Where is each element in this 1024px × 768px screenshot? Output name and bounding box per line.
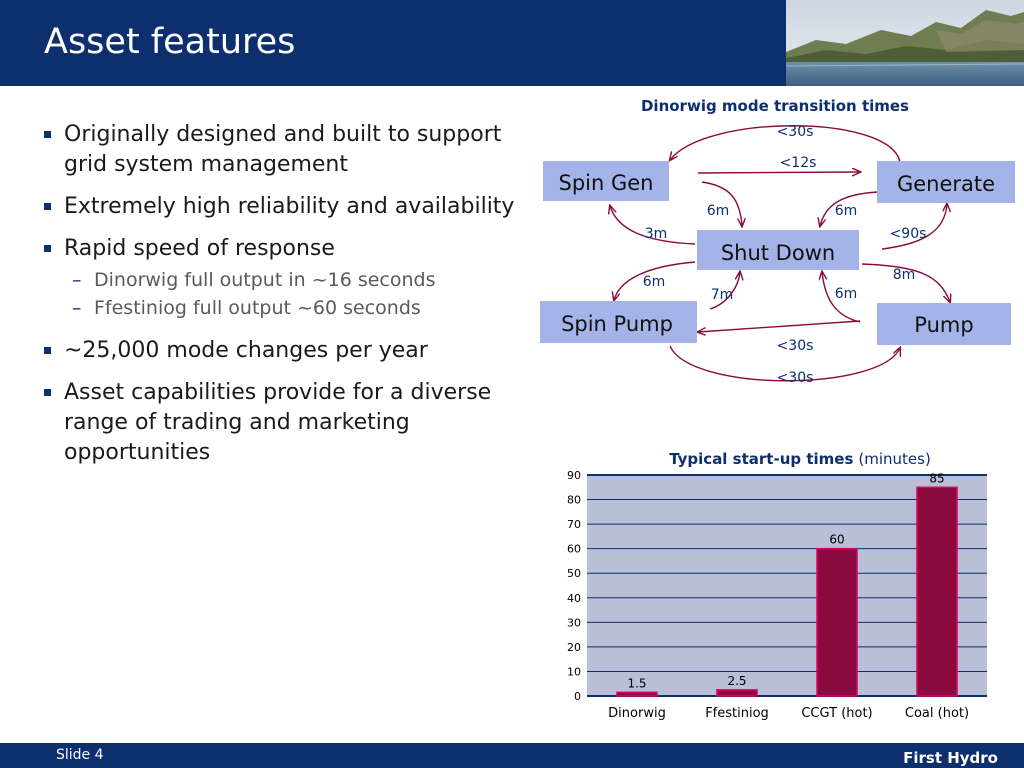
mode-node-spin-gen bbox=[543, 161, 669, 201]
y-tick-label: 60 bbox=[567, 543, 581, 556]
bullet-list: Originally designed and built to support… bbox=[42, 120, 522, 480]
bar-value-label: 60 bbox=[829, 533, 844, 547]
y-tick-label: 20 bbox=[567, 641, 581, 654]
slide-header: Asset features bbox=[0, 0, 1024, 86]
bullet-marker-icon bbox=[44, 131, 51, 138]
transition-time-label: <12s bbox=[780, 155, 817, 171]
mode-node-spin-pump bbox=[540, 301, 697, 343]
y-tick-label: 90 bbox=[567, 469, 581, 482]
x-tick-label: Coal (hot) bbox=[905, 706, 969, 721]
chart-title-unit: (minutes) bbox=[858, 450, 930, 468]
bullet-text: Extremely high reliability and availabil… bbox=[64, 194, 515, 219]
transition-time-label: 3m bbox=[645, 226, 668, 242]
header-landscape-photo bbox=[786, 0, 1024, 86]
mode-transition-diagram: Dinorwig mode transition times <30s <12s… bbox=[540, 97, 1015, 386]
mode-node-label: Shut Down bbox=[721, 241, 835, 265]
y-tick-label: 80 bbox=[567, 494, 581, 507]
x-tick-label: Ffestiniog bbox=[705, 706, 769, 721]
bar bbox=[816, 547, 858, 697]
bar-value-label: 1.5 bbox=[627, 676, 646, 690]
transition-time-label: <30s bbox=[777, 370, 814, 386]
mode-node-label: Pump bbox=[914, 313, 973, 337]
bullet-item: ~25,000 mode changes per year bbox=[42, 336, 522, 366]
slide-title: Asset features bbox=[44, 22, 296, 62]
transition-time-label: 8m bbox=[893, 267, 916, 283]
transition-time-label: <30s bbox=[777, 338, 814, 354]
mode-node-label: Generate bbox=[897, 172, 995, 196]
transition-arrow bbox=[669, 346, 900, 382]
transition-arrow bbox=[610, 206, 696, 245]
brand-name: First Hydro bbox=[903, 749, 998, 767]
slide-number: Slide 4 bbox=[56, 747, 104, 763]
transition-time-label: 6m bbox=[835, 203, 858, 219]
y-tick-label: 30 bbox=[567, 616, 581, 629]
bullet-item: Originally designed and built to support… bbox=[42, 120, 522, 180]
bullet-text: ~25,000 mode changes per year bbox=[64, 338, 428, 363]
sub-bullet-item: –Dinorwig full output in ~16 seconds bbox=[42, 266, 522, 294]
value-labels: 1.5 2.5 60 85 bbox=[627, 471, 944, 690]
bar bbox=[916, 486, 958, 697]
bar-value-label: 2.5 bbox=[727, 674, 746, 688]
transition-time-label: <90s bbox=[890, 226, 927, 242]
y-axis-ticks: 0 10 20 30 40 50 60 70 80 90 bbox=[567, 469, 581, 703]
transition-arrow bbox=[701, 181, 742, 226]
y-tick-label: 10 bbox=[567, 665, 581, 678]
x-tick-label: CCGT (hot) bbox=[801, 706, 872, 721]
x-tick-label: Dinorwig bbox=[608, 706, 666, 721]
bullet-marker-icon bbox=[44, 389, 51, 396]
mode-node-label: Spin Pump bbox=[561, 312, 673, 336]
bullet-marker-icon bbox=[44, 347, 51, 354]
transition-arrow bbox=[861, 263, 950, 302]
bar bbox=[716, 689, 758, 697]
transition-arrow bbox=[709, 272, 740, 310]
bar-value-label: 85 bbox=[929, 471, 944, 485]
chart-title-main: Typical start-up times bbox=[669, 450, 853, 468]
bars bbox=[616, 486, 958, 697]
mode-node-generate bbox=[877, 161, 1015, 203]
x-axis-labels: Dinorwig Ffestiniog CCGT (hot) Coal (hot) bbox=[608, 706, 969, 721]
transition-arrow bbox=[822, 272, 861, 323]
transition-arrow bbox=[698, 320, 861, 332]
y-tick-label: 70 bbox=[567, 518, 581, 531]
bullet-text: Rapid speed of response bbox=[64, 236, 335, 261]
transition-time-label: 6m bbox=[835, 286, 858, 302]
transition-arrow bbox=[614, 261, 696, 300]
diagram-title: Dinorwig mode transition times bbox=[641, 97, 909, 115]
transition-arrow bbox=[881, 204, 947, 250]
sub-bullet-item: –Ffestiniog full output ~60 seconds bbox=[42, 294, 522, 322]
transition-time-label: 7m bbox=[711, 287, 734, 303]
bar bbox=[616, 691, 658, 697]
sub-bullet-dash: – bbox=[72, 269, 82, 291]
bullet-text: Asset capabilities provide for a diverse… bbox=[64, 380, 492, 465]
mode-node-label: Spin Gen bbox=[559, 171, 654, 195]
bullet-marker-icon bbox=[44, 203, 51, 210]
transition-arrow bbox=[697, 172, 860, 173]
bullet-item: Rapid speed of response bbox=[42, 234, 522, 264]
transition-time-label: 6m bbox=[707, 203, 730, 219]
startup-times-chart: Typical start-up times (minutes) 0 10 20 30 4… bbox=[567, 450, 987, 721]
sub-bullet-text: Dinorwig full output in ~16 seconds bbox=[94, 269, 436, 291]
mode-node-pump bbox=[877, 303, 1011, 345]
chart-title: Typical start-up times (minutes) bbox=[669, 450, 931, 468]
sub-bullet-text: Ffestiniog full output ~60 seconds bbox=[94, 297, 421, 319]
y-tick-label: 40 bbox=[567, 592, 581, 605]
y-tick-label: 0 bbox=[574, 690, 581, 703]
transition-time-label: 6m bbox=[643, 274, 666, 290]
y-tick-label: 50 bbox=[567, 567, 581, 580]
bullet-item: Extremely high reliability and availabil… bbox=[42, 192, 522, 222]
transition-arrow bbox=[820, 191, 879, 226]
bullet-text: Originally designed and built to support… bbox=[64, 122, 502, 177]
transition-arrow bbox=[670, 125, 901, 162]
slide-footer: Slide 4 First Hydro bbox=[0, 743, 1024, 768]
bullet-item: Asset capabilities provide for a diverse… bbox=[42, 378, 522, 468]
bullet-marker-icon bbox=[44, 245, 51, 252]
transition-time-label: <30s bbox=[777, 124, 814, 140]
mode-node-shut-down bbox=[697, 230, 859, 270]
sub-bullet-dash: – bbox=[72, 297, 82, 319]
